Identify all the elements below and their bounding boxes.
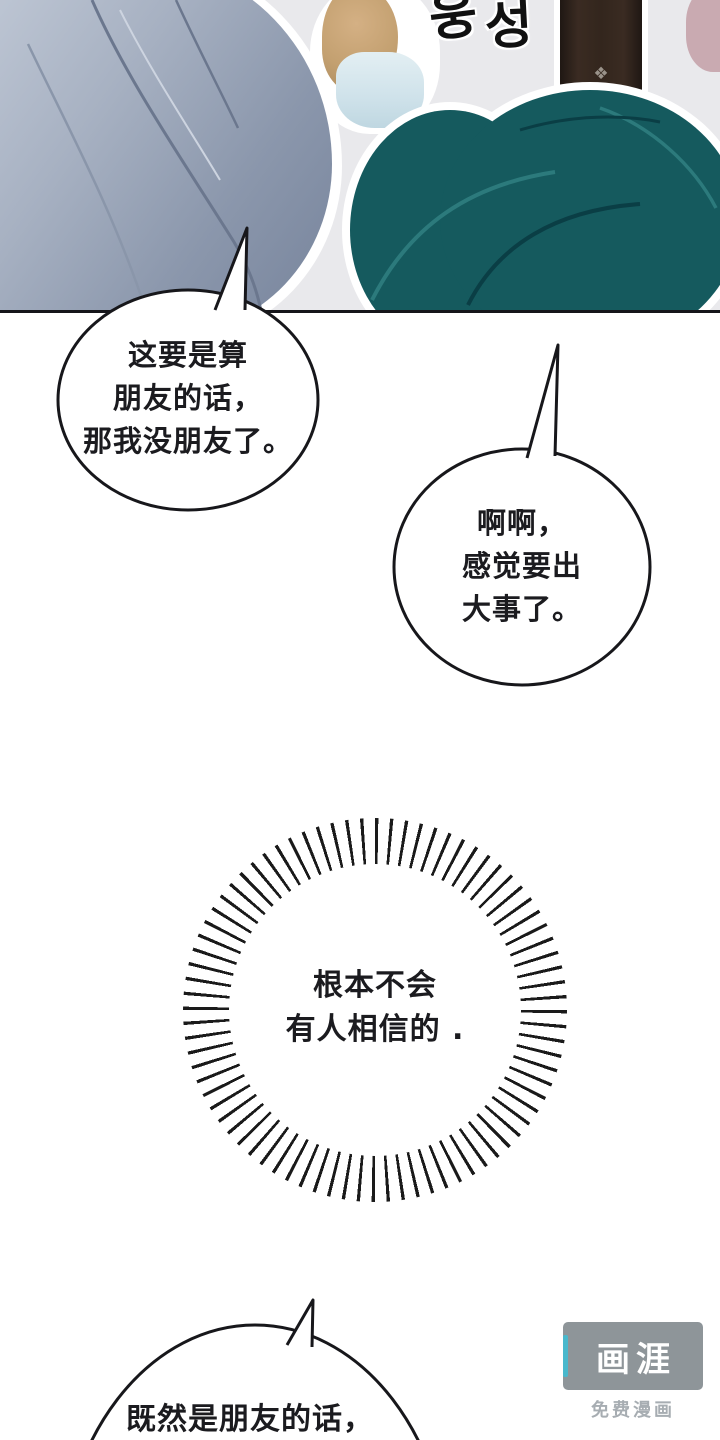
bubble-1-line: 朋友的话， — [112, 381, 263, 415]
speech-bubble-2 — [392, 343, 652, 687]
watermark-accent-bar — [563, 1335, 568, 1377]
panel-border-line — [0, 310, 720, 313]
bubble-2-shape — [392, 447, 652, 687]
bubble-1-shape — [56, 288, 320, 512]
burst-text: 根本不会 有人相信的 . — [233, 964, 517, 1052]
burst-bubble — [183, 818, 567, 1202]
bubble-2-line: 感觉要出 — [461, 549, 582, 583]
bubble-2-tail — [525, 343, 560, 459]
bubble-3-text: 既然是朋友的话， — [70, 1398, 430, 1440]
burst-line: 有人相信的 . — [285, 1012, 465, 1047]
speech-bubble-1 — [56, 226, 320, 512]
bubble-1-tail — [213, 226, 249, 311]
sfx-char-1: 웅 — [425, 0, 481, 50]
sfx-char-2: 성 — [483, 0, 535, 58]
speech-bubble-3 — [90, 1298, 420, 1440]
bubble-2-line: 啊啊， — [476, 506, 567, 540]
comic-art-panel: ❖ 웅 성 — [0, 0, 720, 312]
watermark-subtitle: 免费漫画 — [591, 1400, 675, 1421]
corner-figure-shape — [686, 0, 720, 72]
burst-line: 根本不会 — [313, 968, 437, 1003]
bubble-3-line: 既然是朋友的话， — [126, 1402, 374, 1437]
watermark-box: 画涯 — [563, 1322, 703, 1390]
banner-emblem-icon: ❖ — [593, 64, 609, 84]
bubble-2-text: 啊啊， 感觉要出 大事了。 — [394, 502, 650, 631]
bubble-1-line: 那我没朋友了。 — [82, 424, 293, 458]
bubble-2-line: 大事了。 — [461, 592, 582, 626]
bubble-1-line: 这要是算 — [127, 338, 248, 372]
watermark-logo: 画涯 — [596, 1339, 676, 1380]
bubble-3-shape — [90, 1323, 420, 1440]
bubble-3-tail — [285, 1298, 315, 1348]
bubble-1-text: 这要是算 朋友的话， 那我没朋友了。 — [60, 334, 316, 463]
